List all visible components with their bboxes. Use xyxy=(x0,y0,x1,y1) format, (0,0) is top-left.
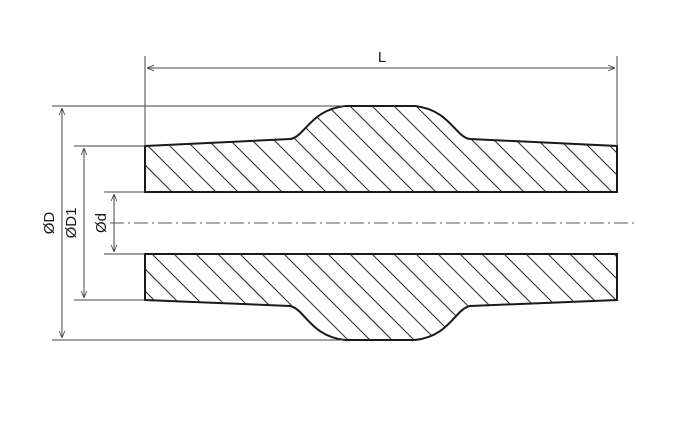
outer-diameter-dimension: ØD xyxy=(41,105,345,341)
hatch-line xyxy=(409,106,511,192)
hatch-line xyxy=(145,106,203,192)
hatch-line xyxy=(277,254,379,340)
hatch-line xyxy=(145,254,247,340)
bore-diameter-dimension: Ød xyxy=(93,191,145,255)
hatch-line xyxy=(541,106,617,192)
hatch-line xyxy=(299,106,401,192)
hatch-line xyxy=(519,254,617,340)
hatch-line xyxy=(453,106,555,192)
hatch-line xyxy=(255,106,357,192)
hatch-lower-wall xyxy=(145,248,686,348)
hatch-line xyxy=(343,254,445,340)
hatch-line xyxy=(189,254,291,340)
hatch-line xyxy=(652,248,686,348)
hatch-line xyxy=(321,106,423,192)
hatch-line xyxy=(365,106,467,192)
hatch-line xyxy=(145,106,247,192)
hatch-line xyxy=(211,254,313,340)
hatch-line xyxy=(607,106,617,192)
hatch-line xyxy=(475,254,577,340)
hatch-line xyxy=(431,106,533,192)
body-diameter-dimension: ØD1 xyxy=(63,145,145,301)
hatch-line xyxy=(321,254,423,340)
hatch-line xyxy=(189,106,291,192)
hatch-line xyxy=(607,254,617,340)
hatch-line xyxy=(145,106,181,192)
hatch-line xyxy=(211,106,313,192)
hatch-upper-wall xyxy=(145,100,686,200)
hatch-line xyxy=(277,106,379,192)
hatch-line xyxy=(167,254,269,340)
hatch-line xyxy=(497,106,599,192)
hatch-line xyxy=(674,248,686,348)
hatch-line xyxy=(630,100,686,200)
body-diameter-label: ØD1 xyxy=(63,208,80,239)
hatch-line xyxy=(299,254,401,340)
hatch-line xyxy=(519,106,617,192)
hatch-line xyxy=(652,100,686,200)
hatch-line xyxy=(674,100,686,200)
hatch-line xyxy=(387,106,489,192)
hatch-line xyxy=(475,106,577,192)
hatch-line xyxy=(145,254,203,340)
hatch-line xyxy=(409,254,511,340)
length-label: L xyxy=(378,49,386,66)
outer-diameter-label: ØD xyxy=(41,212,58,235)
bore-diameter-label: Ød xyxy=(93,213,110,233)
lower-wall-outline xyxy=(144,253,618,341)
length-dimension: L xyxy=(144,49,618,146)
hatch-line xyxy=(343,106,445,192)
hatch-line xyxy=(145,254,225,340)
hatch-line xyxy=(233,254,335,340)
hatch-line xyxy=(145,254,181,340)
hatch-line xyxy=(563,106,617,192)
hatch-line xyxy=(255,254,357,340)
hatch-line xyxy=(365,254,467,340)
hatch-line xyxy=(167,106,269,192)
hatch-line xyxy=(431,254,533,340)
hatch-line xyxy=(497,254,599,340)
hatch-line xyxy=(585,254,617,340)
upper-wall-outline xyxy=(144,105,618,193)
hatch-line xyxy=(630,248,686,348)
hatch-line xyxy=(541,254,617,340)
hatch-line xyxy=(585,106,617,192)
hatch-line xyxy=(145,106,225,192)
hatch-line xyxy=(563,254,617,340)
hatch-line xyxy=(453,254,555,340)
